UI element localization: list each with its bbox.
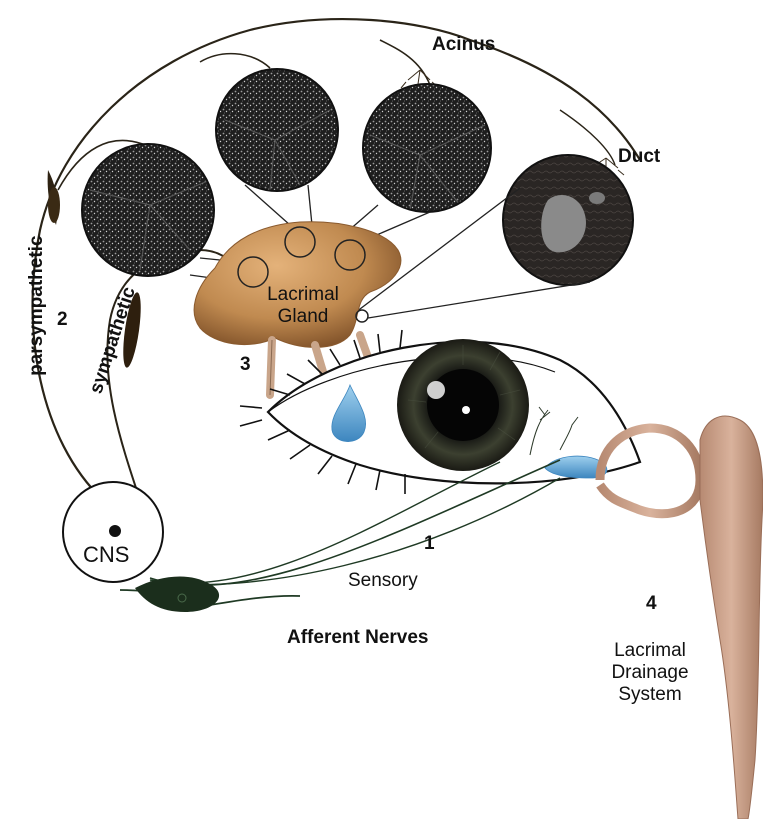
label-sensory: Sensory <box>348 570 418 592</box>
eye-highlight <box>427 381 445 399</box>
label-acinus: Acinus <box>432 34 495 56</box>
eye-highlight-small <box>462 406 470 414</box>
label-number-1: 1 <box>424 533 435 555</box>
label-parasympathetic: parsympathetic <box>26 246 48 376</box>
label-cns: CNS <box>83 542 129 567</box>
nerve-branch-acinus-2 <box>200 54 270 68</box>
nerve-branch-acinus-3 <box>380 40 430 85</box>
label-drainage-line1: Lacrimal <box>590 640 710 662</box>
label-drainage-line3: System <box>590 684 710 706</box>
label-afferent-nerves: Afferent Nerves <box>287 627 429 649</box>
label-lacrimal-gland: Lacrimal Gland <box>248 284 358 328</box>
label-duct: Duct <box>618 146 660 168</box>
label-lacrimal-drainage-system: Lacrimal Drainage System <box>590 640 710 706</box>
label-number-4: 4 <box>646 593 657 615</box>
parasympathetic-ganglion-body <box>48 187 60 223</box>
acinus-micrograph-3 <box>363 84 491 212</box>
label-lacrimal-gland-line2: Gland <box>248 306 358 328</box>
lacrimal-drainage-system <box>600 416 763 819</box>
pupil <box>427 369 499 441</box>
label-drainage-line2: Drainage <box>590 662 710 684</box>
duct-micrograph <box>503 155 633 285</box>
acinus-micrograph-2 <box>216 69 338 191</box>
label-number-3: 3 <box>240 354 251 376</box>
label-lacrimal-gland-line1: Lacrimal <box>248 284 358 306</box>
acinus-micrograph-1 <box>82 144 214 276</box>
label-number-2: 2 <box>57 309 68 331</box>
cns-nucleus <box>109 525 121 537</box>
